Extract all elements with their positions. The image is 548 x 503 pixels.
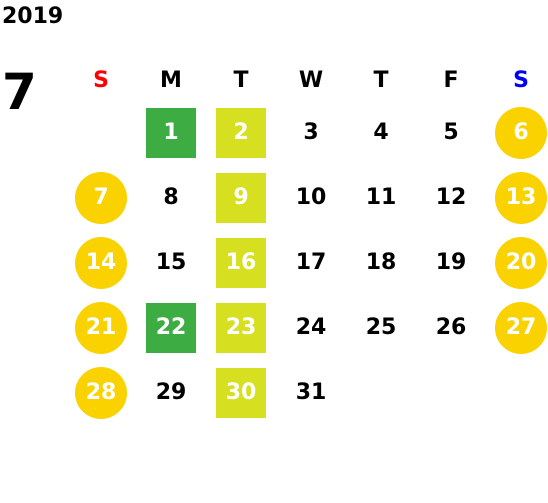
day-cell[interactable]: 21 [66, 295, 136, 360]
day-cell[interactable]: 27 [486, 295, 548, 360]
day-number: 15 [155, 250, 187, 275]
day-number: 8 [163, 185, 179, 210]
weekday-header: S [93, 67, 109, 93]
day-number: 21 [75, 301, 127, 354]
day-number: 7 [75, 171, 127, 224]
day-cell[interactable]: 17 [276, 230, 346, 295]
day-number: 3 [303, 120, 319, 145]
day-number: 16 [216, 237, 266, 288]
day-cell[interactable]: 16 [206, 230, 276, 295]
weekday-header: M [160, 67, 182, 93]
day-number: 5 [443, 120, 459, 145]
day-number: 29 [155, 380, 187, 405]
day-cell[interactable]: 30 [206, 360, 276, 425]
empty-cell [66, 100, 136, 165]
day-number: 25 [365, 315, 397, 340]
day-number: 18 [365, 250, 397, 275]
day-cell[interactable]: 1 [136, 100, 206, 165]
day-cell[interactable]: 28 [66, 360, 136, 425]
day-number: 1 [146, 107, 196, 158]
weekday-header: S [513, 67, 529, 93]
day-number: 13 [495, 171, 547, 224]
day-cell[interactable]: 22 [136, 295, 206, 360]
day-cell[interactable]: 26 [416, 295, 486, 360]
day-number: 24 [295, 315, 327, 340]
day-cell[interactable]: 31 [276, 360, 346, 425]
day-number: 4 [373, 120, 389, 145]
day-number: 20 [495, 236, 547, 289]
calendar-year: 2019 [2, 4, 64, 29]
day-number: 14 [75, 236, 127, 289]
weekday-header: W [298, 67, 324, 93]
day-cell[interactable]: 4 [346, 100, 416, 165]
weekday-header: F [443, 67, 459, 93]
day-cell[interactable]: 19 [416, 230, 486, 295]
day-number: 31 [295, 380, 327, 405]
day-cell[interactable]: 7 [66, 165, 136, 230]
day-cell[interactable]: 6 [486, 100, 548, 165]
day-number: 28 [75, 366, 127, 419]
day-number: 30 [216, 367, 266, 418]
day-cell[interactable]: 24 [276, 295, 346, 360]
day-cell[interactable]: 10 [276, 165, 346, 230]
calendar-month: 7 [2, 63, 37, 121]
day-number: 9 [216, 172, 266, 223]
day-number: 26 [435, 315, 467, 340]
day-cell[interactable]: 18 [346, 230, 416, 295]
day-cell[interactable]: 23 [206, 295, 276, 360]
day-number: 22 [146, 302, 196, 353]
weekday-header: T [373, 67, 389, 93]
day-cell[interactable]: 13 [486, 165, 548, 230]
day-number: 12 [435, 185, 467, 210]
day-number: 17 [295, 250, 327, 275]
day-cell[interactable]: 14 [66, 230, 136, 295]
day-cell[interactable]: 5 [416, 100, 486, 165]
day-number: 6 [495, 106, 547, 159]
day-cell[interactable]: 11 [346, 165, 416, 230]
day-cell[interactable]: 29 [136, 360, 206, 425]
day-cell[interactable]: 2 [206, 100, 276, 165]
day-cell[interactable]: 3 [276, 100, 346, 165]
day-cell[interactable]: 12 [416, 165, 486, 230]
day-number: 10 [295, 185, 327, 210]
day-cell[interactable]: 20 [486, 230, 548, 295]
day-number: 2 [216, 107, 266, 158]
weekday-header: T [233, 67, 249, 93]
day-number: 11 [365, 185, 397, 210]
day-number: 27 [495, 301, 547, 354]
day-cell[interactable]: 8 [136, 165, 206, 230]
day-number: 23 [216, 302, 266, 353]
day-cell[interactable]: 25 [346, 295, 416, 360]
day-cell[interactable]: 9 [206, 165, 276, 230]
day-cell[interactable]: 15 [136, 230, 206, 295]
day-number: 19 [435, 250, 467, 275]
